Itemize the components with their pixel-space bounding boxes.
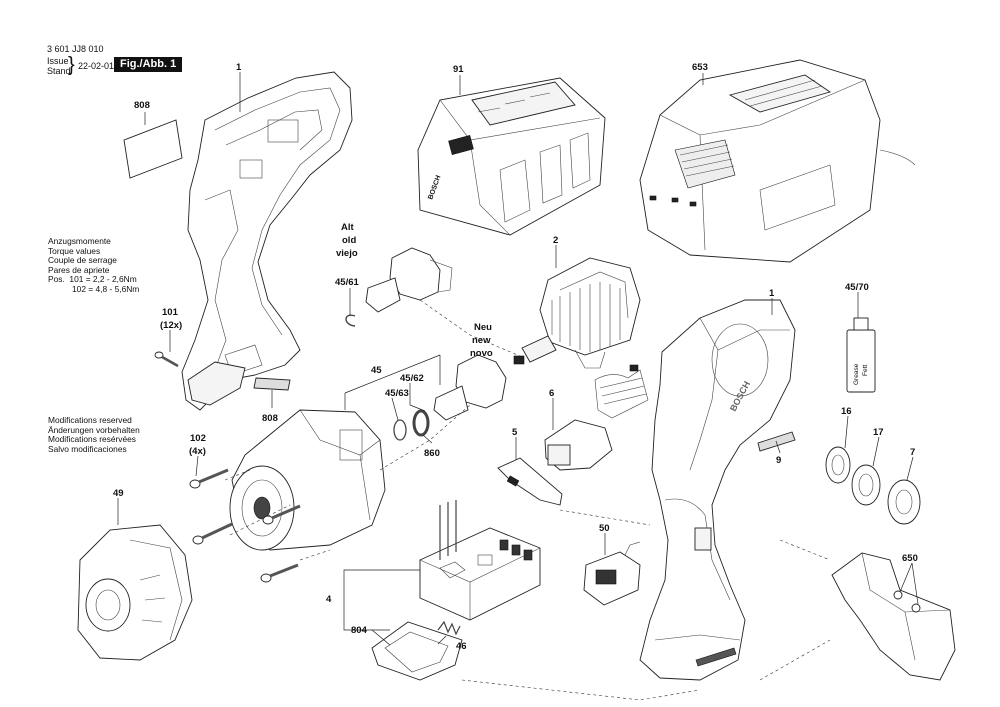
ring-7 bbox=[887, 479, 921, 525]
figure-label: Fig./Abb. 1 bbox=[114, 57, 183, 72]
callout-50: 50 bbox=[599, 523, 610, 534]
electronics-module bbox=[419, 500, 541, 621]
neu-text-line: Neu bbox=[474, 322, 492, 333]
callout-45-62: 45/62 bbox=[400, 373, 424, 384]
callout-7: 7 bbox=[910, 447, 915, 458]
screw-101 bbox=[154, 351, 179, 368]
label-sticker-808-bottom bbox=[253, 377, 291, 391]
battery-pack: BOSCH bbox=[417, 77, 606, 236]
callout-2: 2 bbox=[553, 235, 558, 246]
callout-653: 653 bbox=[692, 62, 708, 73]
leader-lines bbox=[117, 72, 919, 646]
modifications-line: Salvo modificaciones bbox=[48, 443, 127, 454]
ring-16 bbox=[825, 446, 851, 484]
stand-label: Stand bbox=[47, 66, 71, 76]
fett-text: Fett bbox=[862, 365, 869, 376]
torque-pos-line: 102 = 4,8 - 5,6Nm bbox=[72, 283, 140, 294]
electric-motor bbox=[513, 257, 641, 369]
belt-clip bbox=[831, 552, 956, 681]
callout-16: 16 bbox=[841, 406, 852, 417]
callout-5: 5 bbox=[512, 427, 518, 438]
callout-4: 4 bbox=[326, 594, 332, 605]
nose-cover bbox=[77, 524, 193, 661]
callout-45-61: 45/61 bbox=[335, 277, 359, 288]
torque-line: Pares de apriete bbox=[48, 264, 110, 275]
ring-17 bbox=[851, 464, 881, 506]
modifications-line: Modifications reserved bbox=[48, 415, 132, 425]
callout-49: 49 bbox=[113, 488, 124, 499]
assembly-dashed-lines bbox=[224, 299, 831, 701]
grease-text: Grease bbox=[853, 363, 860, 385]
callout-808-top: 808 bbox=[134, 100, 150, 111]
neu-text-line: novo bbox=[470, 348, 493, 359]
brace-icon: } bbox=[68, 54, 75, 76]
callout-860: 860 bbox=[424, 448, 440, 459]
ring-45-63 bbox=[393, 419, 407, 441]
torque-line: Anzugsmomente bbox=[48, 236, 111, 246]
callout-804: 804 bbox=[351, 625, 368, 636]
torque-pos-line: Pos. 101 = 2,2 - 2,6Nm bbox=[48, 274, 137, 285]
direction-switch bbox=[497, 457, 563, 506]
issue-date: 22-02-01 bbox=[78, 61, 115, 71]
modifications-line: Modifications resérvées bbox=[48, 434, 136, 445]
neu-text-line: new bbox=[472, 335, 491, 346]
callout-1-right: 1 bbox=[769, 288, 775, 299]
battery-charger bbox=[639, 59, 916, 263]
callout-91: 91 bbox=[453, 64, 464, 75]
spring-46 bbox=[437, 620, 461, 636]
housing-half-right: BOSCH bbox=[639, 299, 796, 681]
torque-line: Torque values bbox=[48, 245, 101, 256]
callout-1-top: 1 bbox=[236, 62, 242, 73]
drive-spindle-old bbox=[365, 247, 453, 313]
callout-101-qty: (12x) bbox=[160, 320, 182, 331]
callout-808-bottom: 808 bbox=[262, 413, 278, 424]
cover-plate-804 bbox=[371, 621, 463, 681]
gear-housing bbox=[229, 409, 386, 551]
grease-tube: Grease Fett bbox=[846, 317, 876, 393]
callout-6: 6 bbox=[549, 388, 554, 399]
drive-spindle-new bbox=[433, 354, 507, 421]
modifications-note: Modifications reserved Änderungen vorbeh… bbox=[48, 415, 140, 454]
modifications-line: Änderungen vorbehalten bbox=[48, 424, 140, 435]
doc-number: 3 601 JJ8 010 bbox=[47, 44, 104, 54]
trigger-switch bbox=[544, 364, 649, 471]
callout-101: 101 bbox=[162, 307, 179, 318]
alt-text-line: old bbox=[342, 235, 356, 246]
alt-text-line: viejo bbox=[336, 248, 358, 259]
callout-102: 102 bbox=[190, 433, 206, 444]
callout-102-qty: (4x) bbox=[189, 446, 206, 457]
callout-17: 17 bbox=[873, 427, 884, 438]
alt-text-line: Alt bbox=[341, 222, 355, 233]
retaining-ring-45-61 bbox=[345, 314, 356, 327]
callout-45-63: 45/63 bbox=[385, 388, 409, 399]
led-module bbox=[583, 541, 641, 606]
callout-45: 45 bbox=[371, 365, 382, 376]
label-sticker-808-top bbox=[123, 119, 183, 179]
callout-9: 9 bbox=[776, 455, 781, 466]
housing-half-left bbox=[181, 71, 353, 411]
issue-label: Issue bbox=[47, 56, 69, 66]
ring-860 bbox=[412, 409, 430, 437]
callout-46: 46 bbox=[456, 641, 467, 652]
torque-line: Couple de serrage bbox=[48, 255, 117, 266]
callout-45-70: 45/70 bbox=[845, 282, 869, 293]
callout-650: 650 bbox=[902, 553, 918, 564]
torque-values-note: Anzugsmomente Torque values Couple de se… bbox=[48, 236, 140, 295]
